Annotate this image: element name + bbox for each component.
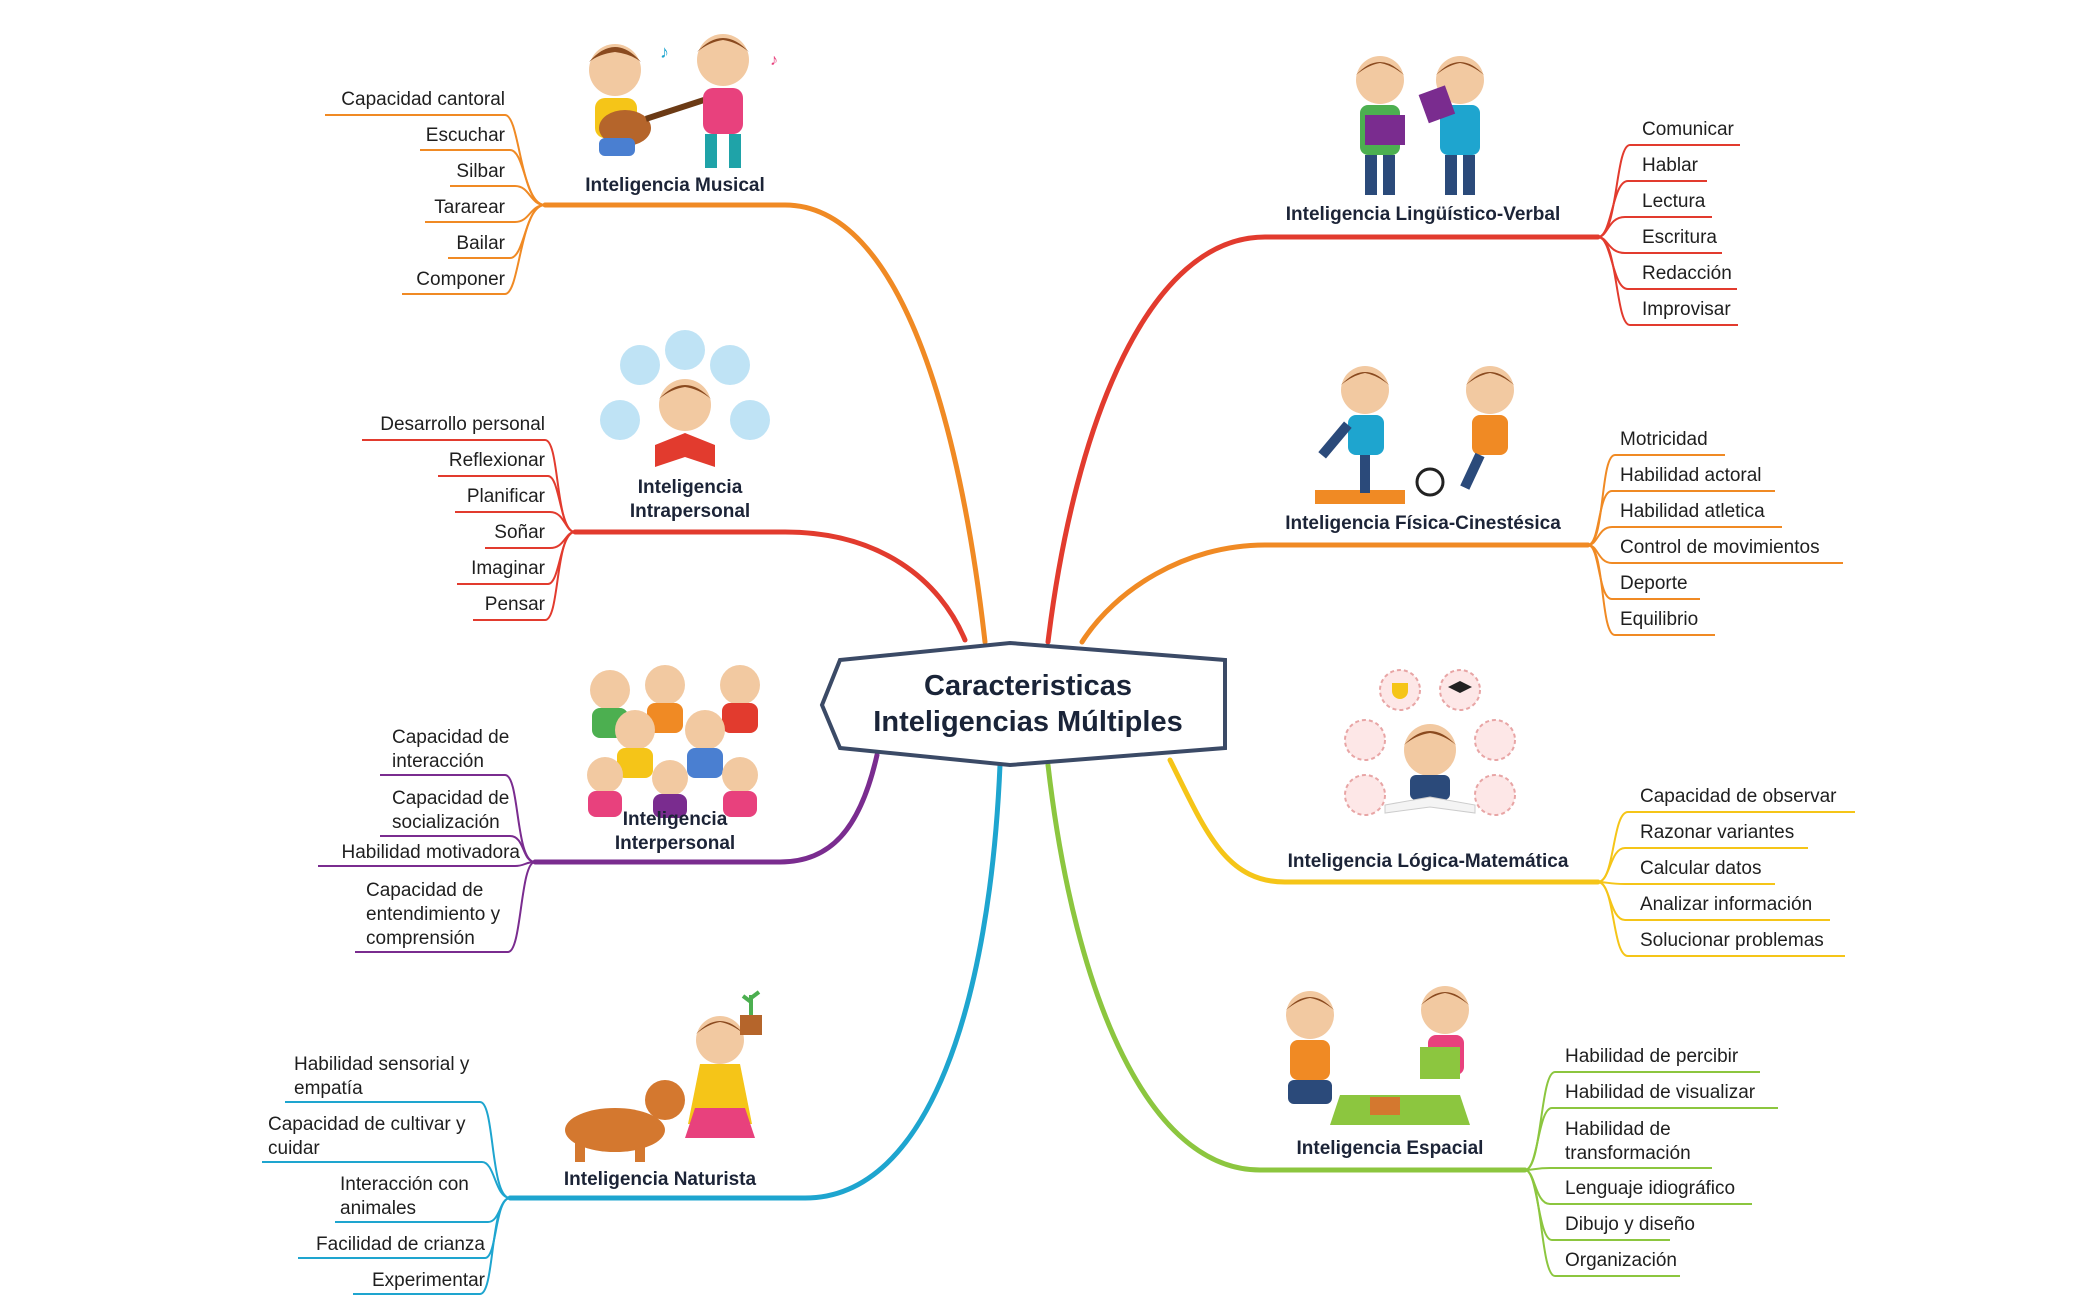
musical-item[interactable]: Bailar [456, 233, 505, 254]
linguistico-item[interactable]: Improvisar [1642, 299, 1731, 320]
linguistico-item[interactable]: Hablar [1642, 155, 1698, 176]
branch-title-fisica[interactable]: Inteligencia Física-Cinestésica [1285, 513, 1561, 534]
fisica-item[interactable]: Equilibrio [1620, 609, 1699, 630]
branch-title-linguistico[interactable]: Inteligencia Lingüístico-Verbal [1285, 204, 1561, 225]
interpersonal-item[interactable]: Capacidad de entendimiento y comprensión [366, 880, 501, 949]
musical-item[interactable]: Escuchar [425, 125, 505, 146]
girl-science-icons-illustration [1344, 669, 1516, 816]
logica-item[interactable]: Solucionar problemas [1640, 930, 1824, 951]
svg-text:♪: ♪ [660, 42, 669, 62]
logica-item[interactable]: Capacidad de observar [1640, 786, 1837, 807]
branch-title-intrapersonal[interactable]: Inteligencia Intrapersonal [605, 476, 775, 524]
kids-music-illustration: ♪ ♪ [589, 34, 778, 168]
espacial-item[interactable]: Habilidad de visualizar [1565, 1082, 1756, 1103]
espacial-item[interactable]: Lenguaje idiográfico [1565, 1178, 1736, 1199]
logica-item[interactable]: Razonar variantes [1640, 822, 1795, 843]
intrapersonal-item[interactable]: Desarrollo personal [380, 414, 545, 435]
center-title-line2: Inteligencias Múltiples [873, 706, 1183, 738]
interpersonal-item[interactable]: Habilidad motivadora [341, 842, 521, 863]
branch-line-fisica [1079, 542, 1591, 645]
branch-line-musical [542, 202, 988, 645]
kids-puzzle-illustration [1286, 986, 1470, 1125]
linguistico-item[interactable]: Lectura [1642, 191, 1706, 212]
fisica-item[interactable]: Motricidad [1620, 429, 1708, 450]
fisica-item[interactable]: Habilidad atletica [1620, 501, 1765, 522]
fisica-item[interactable]: Control de movimientos [1620, 537, 1820, 558]
branch-title-interpersonal-line1: Inteligencia [622, 809, 728, 830]
center-title[interactable]: Caracteristicas Inteligencias Múltiples [826, 645, 1230, 763]
branch-line-logica [1167, 757, 1601, 885]
branch-title-intrapersonal-line1: Inteligencia [637, 477, 743, 498]
branch-line-espacial [1045, 762, 1528, 1173]
intrapersonal-item[interactable]: Imaginar [471, 558, 545, 579]
logica-item[interactable]: Analizar información [1640, 894, 1813, 915]
linguistico-item[interactable]: Redacción [1642, 263, 1732, 284]
linguistico-item[interactable]: Escritura [1642, 227, 1717, 248]
espacial-item[interactable]: Habilidad de percibir [1565, 1046, 1739, 1067]
interpersonal-item[interactable]: Capacidad de socialización [392, 788, 510, 833]
branch-title-interpersonal[interactable]: Inteligencia Interpersonal [590, 808, 760, 856]
musical-item[interactable]: Silbar [456, 161, 505, 182]
branch-title-interpersonal-line2: Interpersonal [614, 833, 736, 854]
branch-line-linguistico [1045, 234, 1601, 645]
branch-title-naturista[interactable]: Inteligencia Naturista [563, 1169, 757, 1190]
intrapersonal-item[interactable]: Planificar [466, 486, 545, 507]
musical-item[interactable]: Componer [416, 269, 505, 290]
espacial-item[interactable]: Organización [1565, 1250, 1677, 1271]
espacial-item[interactable]: Dibujo y diseño [1565, 1214, 1695, 1235]
intrapersonal-item[interactable]: Soñar [494, 522, 545, 543]
fisica-item[interactable]: Deporte [1620, 573, 1688, 594]
branch-line-naturista [507, 762, 1003, 1201]
naturista-item[interactable]: Experimentar [372, 1270, 485, 1291]
center-box-shape [819, 640, 1227, 768]
logica-item[interactable]: Calcular datos [1640, 858, 1762, 879]
branch-title-musical[interactable]: Inteligencia Musical [585, 175, 765, 196]
group-of-kids-illustration [587, 665, 760, 818]
branch-title-intrapersonal-line2: Intrapersonal [629, 501, 751, 522]
musical-item[interactable]: Tararear [434, 197, 505, 218]
naturista-item[interactable]: Capacidad de cultivar y cuidar [268, 1114, 466, 1159]
intrapersonal-item[interactable]: Reflexionar [448, 450, 545, 471]
girl-with-dog-and-plant-illustration [565, 990, 762, 1162]
branch-line-intrapersonal [572, 529, 968, 643]
interpersonal-item[interactable]: Capacidad de interacción [392, 727, 510, 772]
linguistico-item[interactable]: Comunicar [1642, 119, 1734, 140]
espacial-item[interactable]: Habilidad de transformación [1565, 1119, 1691, 1164]
naturista-item[interactable]: Interacción con animales [340, 1174, 469, 1219]
naturista-item[interactable]: Habilidad sensorial y empatía [294, 1054, 470, 1099]
naturista-item[interactable]: Facilidad de crianza [316, 1234, 485, 1255]
svg-text:♪: ♪ [770, 52, 778, 69]
fisica-item[interactable]: Habilidad actoral [1620, 465, 1762, 486]
kids-exercise-illustration [1315, 366, 1514, 504]
branch-title-logica[interactable]: Inteligencia Lógica-Matemática [1287, 851, 1569, 872]
kids-with-books-illustration [1356, 56, 1484, 195]
branch-title-espacial[interactable]: Inteligencia Espacial [1296, 1138, 1484, 1159]
branch-line-interpersonal [532, 752, 880, 865]
musical-item[interactable]: Capacidad cantoral [341, 89, 505, 110]
kid-reading-circle-illustration [600, 330, 770, 467]
center-title-line1: Caracteristicas [924, 670, 1132, 702]
intrapersonal-item[interactable]: Pensar [484, 594, 545, 615]
